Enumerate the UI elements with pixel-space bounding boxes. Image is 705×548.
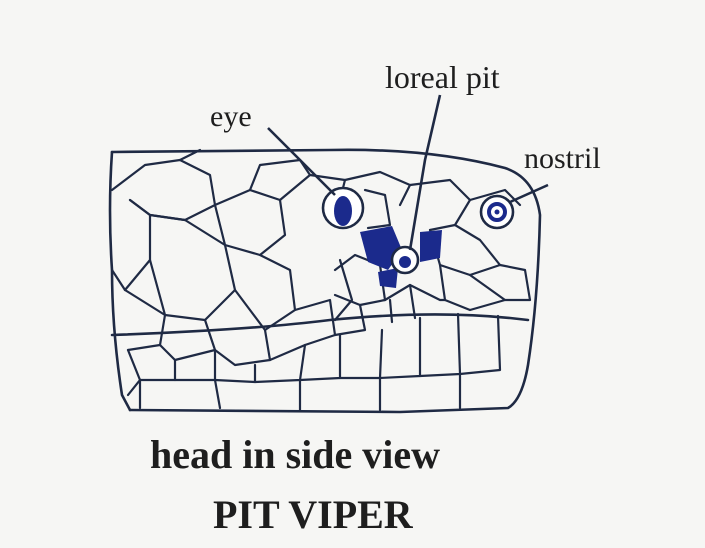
loreal-pit-label: loreal pit — [385, 59, 500, 95]
loreal-pit-icon — [392, 247, 418, 273]
nostril-label: nostril — [524, 142, 601, 175]
nostril-leader-line — [510, 185, 548, 202]
eye-leader-line — [268, 128, 335, 195]
nostril-icon — [481, 196, 513, 228]
caption-line-1: head in side view — [150, 432, 440, 477]
caption-line-2: PIT VIPER — [213, 492, 414, 537]
head-scales — [112, 150, 530, 410]
eye-label: eye — [210, 100, 252, 133]
loreal-pit-leader-line — [410, 95, 440, 250]
